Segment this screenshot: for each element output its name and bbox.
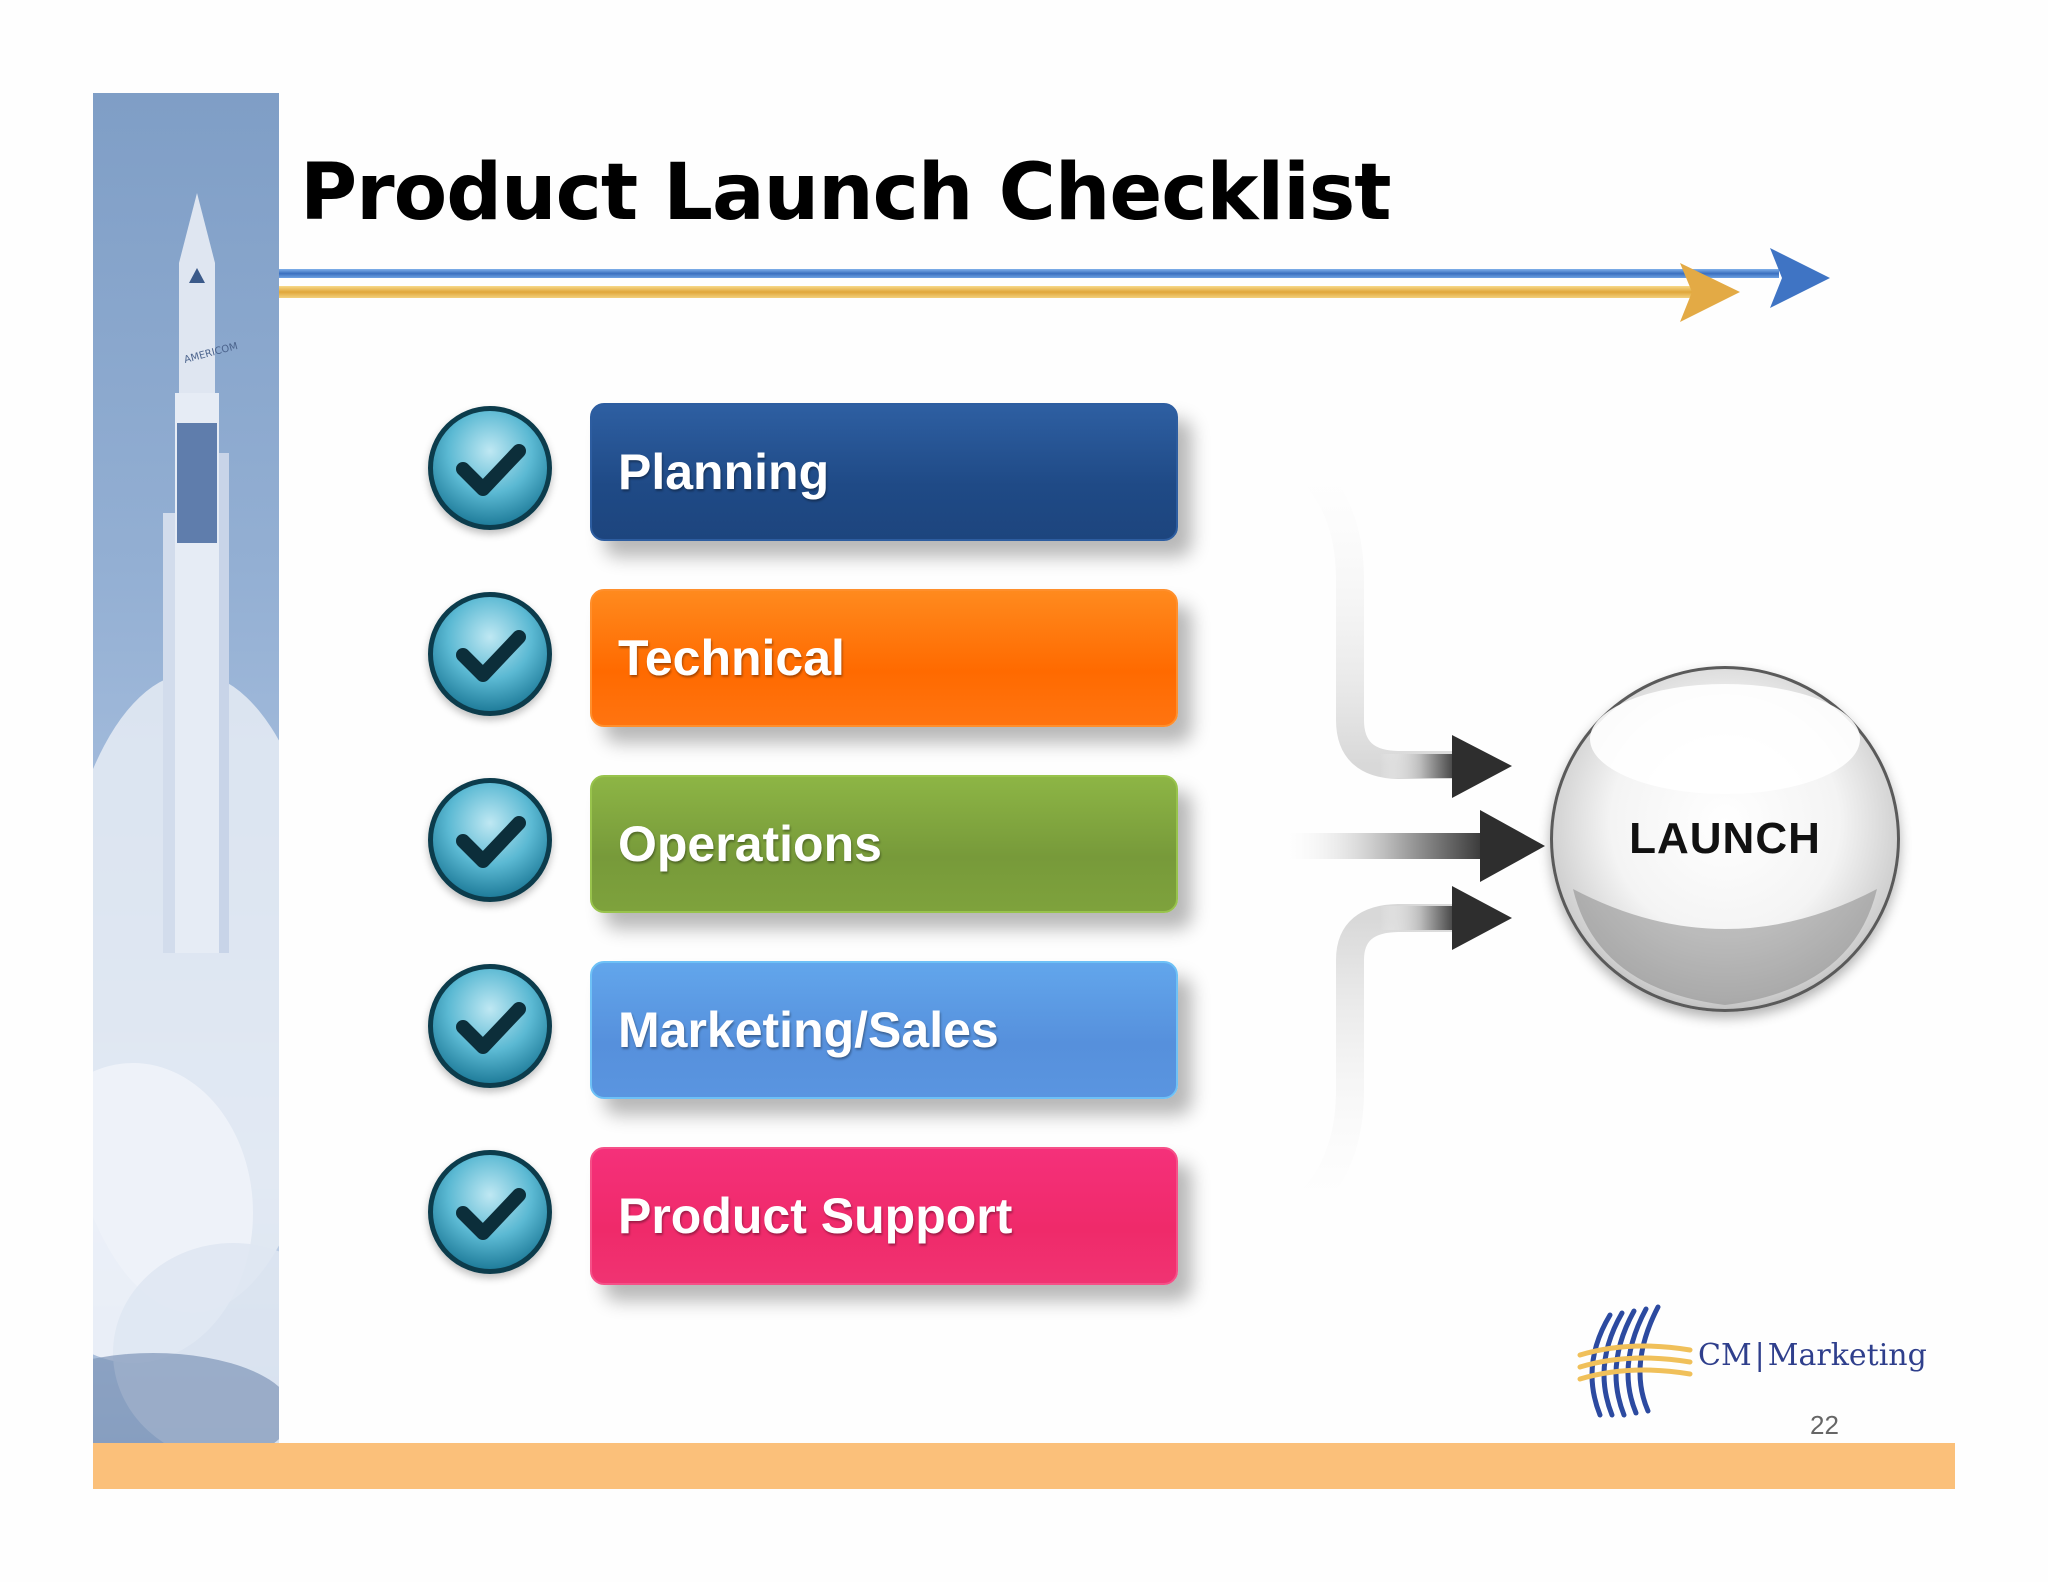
checklist-item-label: Product Support [618, 1188, 1013, 1244]
check-icon [428, 778, 552, 902]
check-icon [428, 1150, 552, 1274]
rocket-illustration: AMERICOM [93, 93, 279, 1443]
waves-logo-mark [1577, 1304, 1693, 1418]
logo-brand-right: Marketing [1767, 1338, 1927, 1373]
logo-brand-left: CM [1698, 1338, 1752, 1373]
checklist-item-label: Technical [618, 630, 845, 686]
checklist-item-planning: Planning [590, 403, 1178, 541]
checklist-item-label: Marketing/Sales [618, 1002, 999, 1058]
connector-middle [1280, 810, 1545, 882]
checklist-item-operations: Operations [590, 775, 1178, 913]
checklist-item-label: Operations [618, 816, 882, 872]
checklist-item-marketing-sales: Marketing/Sales [590, 961, 1178, 1099]
check-icon [428, 964, 552, 1088]
timeline-blue-arrow [279, 248, 1830, 308]
launch-label: LAUNCH [1629, 814, 1821, 863]
launch-sphere: LAUNCH [1550, 666, 1900, 1012]
connector-top [1264, 432, 1512, 798]
checklist-item-product-support: Product Support [590, 1147, 1178, 1285]
page-number: 22 [1810, 1410, 1839, 1440]
checklist-item-technical: Technical [590, 589, 1178, 727]
check-icon [428, 592, 552, 716]
slide-title: Product Launch Checklist [300, 148, 1392, 238]
connector-bottom [1263, 886, 1512, 1243]
check-icon [428, 406, 552, 530]
logo-wordmark: CM|Marketing [1698, 1338, 1927, 1373]
footer-bar [93, 1443, 1955, 1489]
checklist-item-label: Planning [618, 444, 830, 500]
logo-separator: | [1754, 1338, 1765, 1373]
timeline-gold-arrow [279, 263, 1740, 322]
sphere-highlight [1573, 684, 1877, 1005]
